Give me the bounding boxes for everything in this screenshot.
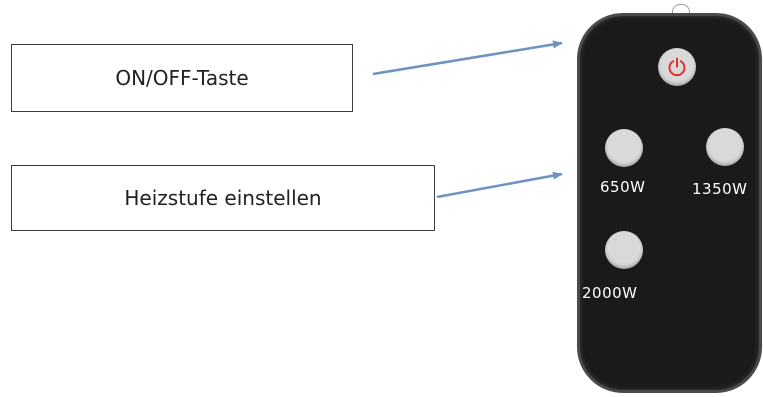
power-icon <box>668 57 686 77</box>
power-arrow <box>372 40 563 76</box>
heat-level-callout-box: Heizstufe einstellen <box>11 165 435 231</box>
heat-level-callout-label: Heizstufe einstellen <box>124 186 322 210</box>
heat-2000w-button[interactable] <box>605 231 643 269</box>
heat-level-arrow <box>436 171 563 199</box>
heat-2000w-label: 2000W <box>582 284 638 302</box>
heat-1350w-label: 1350W <box>692 180 748 198</box>
heat-650w-label: 650W <box>600 178 646 196</box>
power-callout-label: ON/OFF-Taste <box>115 66 249 90</box>
power-button[interactable] <box>658 48 696 86</box>
power-callout-box: ON/OFF-Taste <box>11 44 353 112</box>
heat-650w-button[interactable] <box>605 129 643 167</box>
heat-1350w-button[interactable] <box>706 128 744 166</box>
